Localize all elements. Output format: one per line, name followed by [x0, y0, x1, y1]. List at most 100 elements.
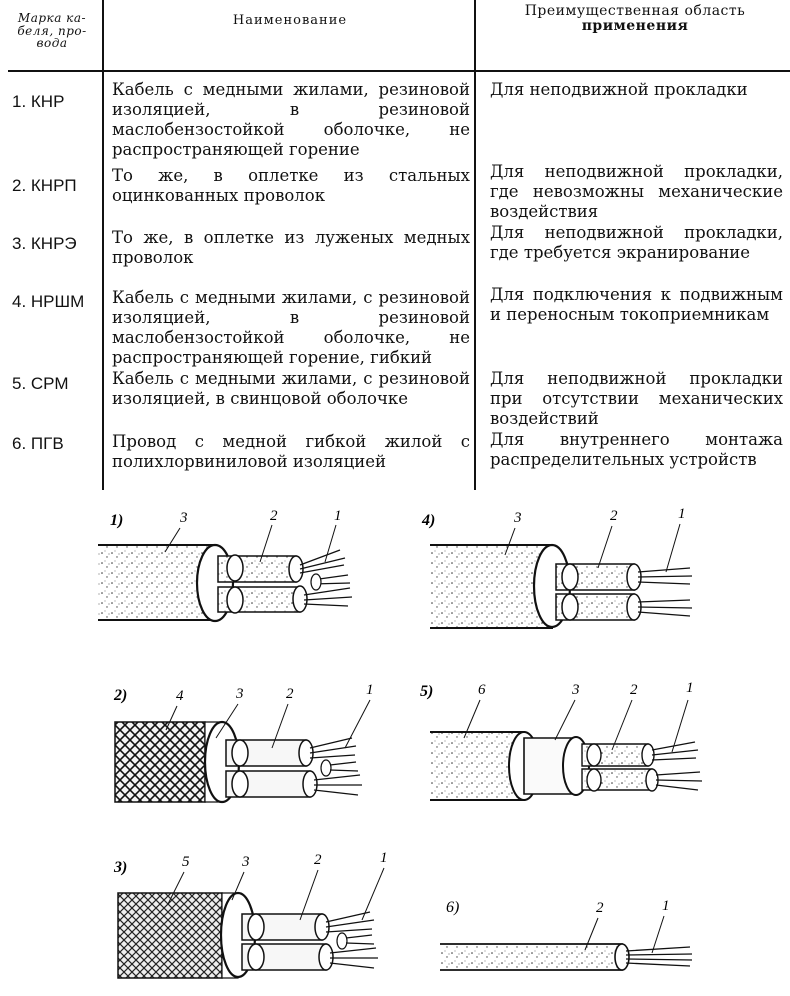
figure-label: 5) — [420, 683, 433, 700]
figure-4-cable-nrshm: 4) 3 2 1 — [421, 506, 693, 629]
row-area: Для неподвижной прокладки, где невозможн… — [490, 162, 783, 222]
part-number: 1 — [662, 898, 670, 914]
figure-label: 1) — [110, 512, 123, 529]
insulation-end — [302, 770, 318, 798]
part-number: 1 — [366, 682, 374, 698]
part-number: 3 — [241, 854, 250, 870]
leader-lines — [165, 699, 371, 749]
core-end — [586, 768, 602, 792]
part-number: 2 — [610, 508, 618, 524]
core-end — [247, 913, 265, 941]
row-mark: 1. КНР — [12, 92, 65, 111]
steel-braid — [114, 721, 206, 803]
row-area-text: Для неподвижной прокладки — [490, 80, 748, 99]
header-area: Преимущественная область применения — [480, 4, 790, 33]
header-divider — [8, 70, 790, 72]
part-number: 1 — [380, 850, 388, 866]
row-name-text: Кабель с медными жилами, с резиновой изо… — [112, 288, 470, 367]
third-core-end — [336, 932, 348, 950]
insulation-end — [288, 555, 304, 583]
conductor-wires — [651, 741, 703, 791]
core-end — [586, 743, 602, 767]
row-area: Для внутреннего монтажа распределительны… — [490, 430, 783, 470]
figure-label: 6) — [446, 899, 459, 916]
part-number: 4 — [176, 688, 184, 704]
header-mark-text: Марка ка- беля, про- вода — [17, 11, 87, 51]
header-name: Наименование — [232, 13, 348, 28]
header-area-line1: Преимущественная область — [524, 3, 746, 19]
core-end — [561, 563, 579, 591]
row-name-text: То же, в оплетке из луженых медных прово… — [112, 228, 470, 267]
insulation-end — [318, 943, 334, 971]
row-mark: 6. ПГВ — [12, 434, 64, 453]
third-core-end — [310, 573, 322, 591]
figure-6-wire-pgv: 6) 2 1 — [440, 898, 693, 971]
header-area-line2: применения — [581, 17, 689, 34]
insulation — [440, 943, 623, 971]
row-mark: 4. НРШМ — [12, 292, 85, 311]
header-mark: Марка ка- беля, про- вода — [4, 12, 100, 50]
core-end — [231, 770, 249, 798]
row-mark: 2. КНРП — [12, 176, 77, 195]
figure-5-cable-srm: 5) 6 3 2 1 — [420, 680, 703, 801]
part-number: 2 — [286, 686, 294, 702]
core-end — [226, 586, 244, 614]
row-area: Для подключения к подвижным и переносным… — [490, 285, 783, 325]
row-area: Для неподвижной прокладки при отсутствии… — [490, 369, 783, 429]
row-name-text: Кабель с медными жилами, резиновой изоля… — [112, 80, 470, 159]
part-number: 3 — [179, 510, 188, 526]
cable-table: Марка ка- беля, про- вода Наименование П… — [0, 0, 790, 490]
conductor-wires — [299, 549, 353, 607]
figure-2-cable-knrp: 2) 4 3 2 1 — [113, 682, 374, 804]
part-number: 5 — [182, 854, 190, 870]
leader-lines — [463, 699, 689, 753]
part-number: 1 — [334, 508, 342, 524]
column-divider — [474, 0, 476, 490]
figure-1-cable-knr: 1) 3 2 1 — [98, 508, 353, 623]
core-end — [226, 554, 244, 582]
part-number: 2 — [596, 900, 604, 916]
row-name-text: Провод с медной гибкой жилой с полихлорв… — [112, 432, 470, 471]
row-area: Для неподвижной прокладки — [490, 80, 783, 100]
row-area-text: Для неподвижной прокладки при отсутствии… — [490, 369, 783, 428]
row-area-text: Для неподвижной прокладки, где невозможн… — [490, 162, 783, 221]
conductor-wires — [309, 737, 362, 796]
third-core-end — [320, 759, 332, 777]
row-mark: 5. СРМ — [12, 374, 69, 393]
part-number: 3 — [513, 510, 522, 526]
part-number: 1 — [686, 680, 694, 696]
row-name: Кабель с медными жилами, с резиновой изо… — [112, 369, 470, 409]
conductor-wires — [637, 567, 693, 617]
insulation-end — [292, 585, 308, 613]
row-area-text: Для внутреннего монтажа распределительны… — [490, 430, 783, 469]
row-name-text: Кабель с медными жилами, с резиновой изо… — [112, 369, 470, 408]
conductor-wires — [625, 946, 693, 967]
row-name: Провод с медной гибкой жилой с полихлорв… — [112, 432, 470, 472]
part-number: 3 — [235, 686, 244, 702]
row-name: То же, в оплетке из луженых медных прово… — [112, 228, 470, 268]
part-number: 3 — [571, 682, 580, 698]
part-number: 1 — [678, 506, 686, 522]
row-name: То же, в оплетке из стальных оцинкованны… — [112, 166, 470, 206]
part-number: 6 — [478, 682, 486, 698]
row-name: Кабель с медными жилами, с резиновой изо… — [112, 288, 470, 368]
conductor-wires — [325, 911, 378, 969]
core-end — [561, 593, 579, 621]
row-name-text: То же, в оплетке из стальных оцинкованны… — [112, 166, 470, 205]
figure-label: 4) — [421, 512, 435, 529]
row-area-text: Для подключения к подвижным и переносным… — [490, 285, 783, 324]
leader-lines — [164, 524, 337, 563]
part-number: 2 — [630, 682, 638, 698]
row-mark: 3. КНРЭ — [12, 234, 77, 253]
leader-lines — [504, 523, 681, 573]
part-number: 2 — [270, 508, 278, 524]
leader-lines — [584, 915, 665, 954]
figure-3-cable-knre: 3) 5 3 2 1 — [113, 850, 388, 979]
core-end — [231, 739, 249, 767]
column-divider — [102, 0, 104, 490]
row-area-text: Для неподвижной прокладки, где требуется… — [490, 223, 783, 262]
row-area: Для неподвижной прокладки, где требуется… — [490, 223, 783, 263]
row-name: Кабель с медными жилами, резиновой изоля… — [112, 80, 470, 160]
figure-label: 3) — [113, 859, 127, 876]
